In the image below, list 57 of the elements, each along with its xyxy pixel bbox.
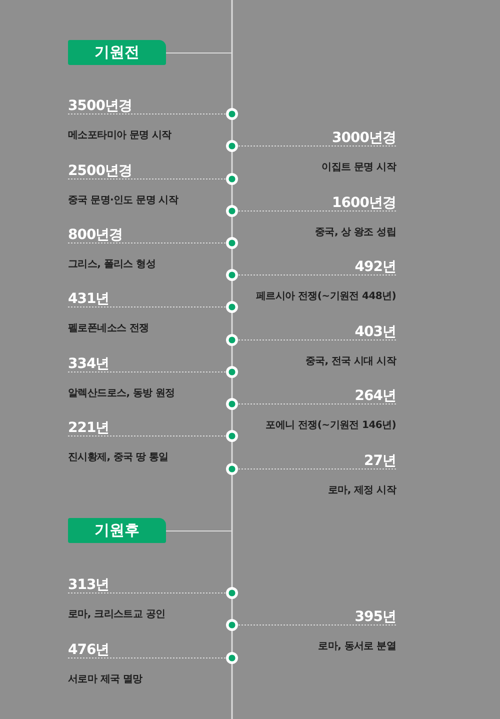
timeline-dot <box>225 586 239 600</box>
leader-line <box>68 306 226 308</box>
connector-line <box>166 530 232 532</box>
timeline-dot <box>225 618 239 632</box>
era-label: 기원후 <box>68 518 166 543</box>
timeline-dot <box>225 365 239 379</box>
event-description: 진시황제, 중국 땅 통일 <box>68 452 168 464</box>
event-description: 포에니 전쟁(~기원전 146년) <box>266 420 396 432</box>
year-label: 492년 <box>354 259 396 275</box>
timeline-dot <box>225 236 239 250</box>
event-description: 그리스, 폴리스 형성 <box>68 259 156 271</box>
year-label: 221년 <box>68 420 110 436</box>
year-label: 476년 <box>68 642 110 658</box>
event-description: 메소포타미아 문명 시작 <box>68 130 172 142</box>
year-label: 395년 <box>354 609 396 625</box>
timeline-dot <box>225 397 239 411</box>
event-description: 중국, 상 왕조 성립 <box>315 227 396 239</box>
event-description: 로마, 제정 시작 <box>328 485 396 497</box>
year-label: 403년 <box>354 324 396 340</box>
year-label: 3000년경 <box>332 130 396 146</box>
connector-line <box>166 52 232 54</box>
timeline-dot <box>225 107 239 121</box>
event-description: 서로마 제국 멸망 <box>68 674 142 686</box>
year-label: 2500년경 <box>68 163 132 179</box>
leader-line <box>238 274 396 276</box>
year-label: 334년 <box>68 356 110 372</box>
leader-line <box>238 210 396 212</box>
leader-line <box>238 468 396 470</box>
timeline-dot <box>225 651 239 665</box>
leader-line <box>68 178 226 180</box>
event-description: 중국, 전국 시대 시작 <box>305 356 396 368</box>
event-description: 페르시아 전쟁(~기원전 448년) <box>256 291 396 303</box>
event-description: 알렉산드로스, 동방 원정 <box>68 388 175 400</box>
year-label: 431년 <box>68 291 110 307</box>
era-label: 기원전 <box>68 40 166 65</box>
timeline-dot <box>225 462 239 476</box>
year-label: 800년경 <box>68 227 123 243</box>
timeline-dot <box>225 172 239 186</box>
leader-line <box>68 592 226 594</box>
timeline-dot <box>225 300 239 314</box>
timeline-dot <box>225 268 239 282</box>
leader-line <box>238 624 396 626</box>
year-label: 27년 <box>364 453 396 469</box>
event-description: 로마, 크리스트교 공인 <box>68 609 166 621</box>
year-label: 264년 <box>354 388 396 404</box>
event-description: 이집트 문명 시작 <box>322 162 396 174</box>
year-label: 313년 <box>68 577 110 593</box>
leader-line <box>68 242 226 244</box>
event-description: 펠로폰네소스 전쟁 <box>68 323 149 335</box>
timeline-dot <box>225 429 239 443</box>
year-label: 3500년경 <box>68 98 132 114</box>
event-description: 로마, 동서로 분열 <box>318 641 396 653</box>
year-label: 1600년경 <box>332 195 396 211</box>
timeline-dot <box>225 333 239 347</box>
event-description: 중국 문명·인도 문명 시작 <box>68 195 178 207</box>
timeline-dot <box>225 204 239 218</box>
timeline-dot <box>225 139 239 153</box>
